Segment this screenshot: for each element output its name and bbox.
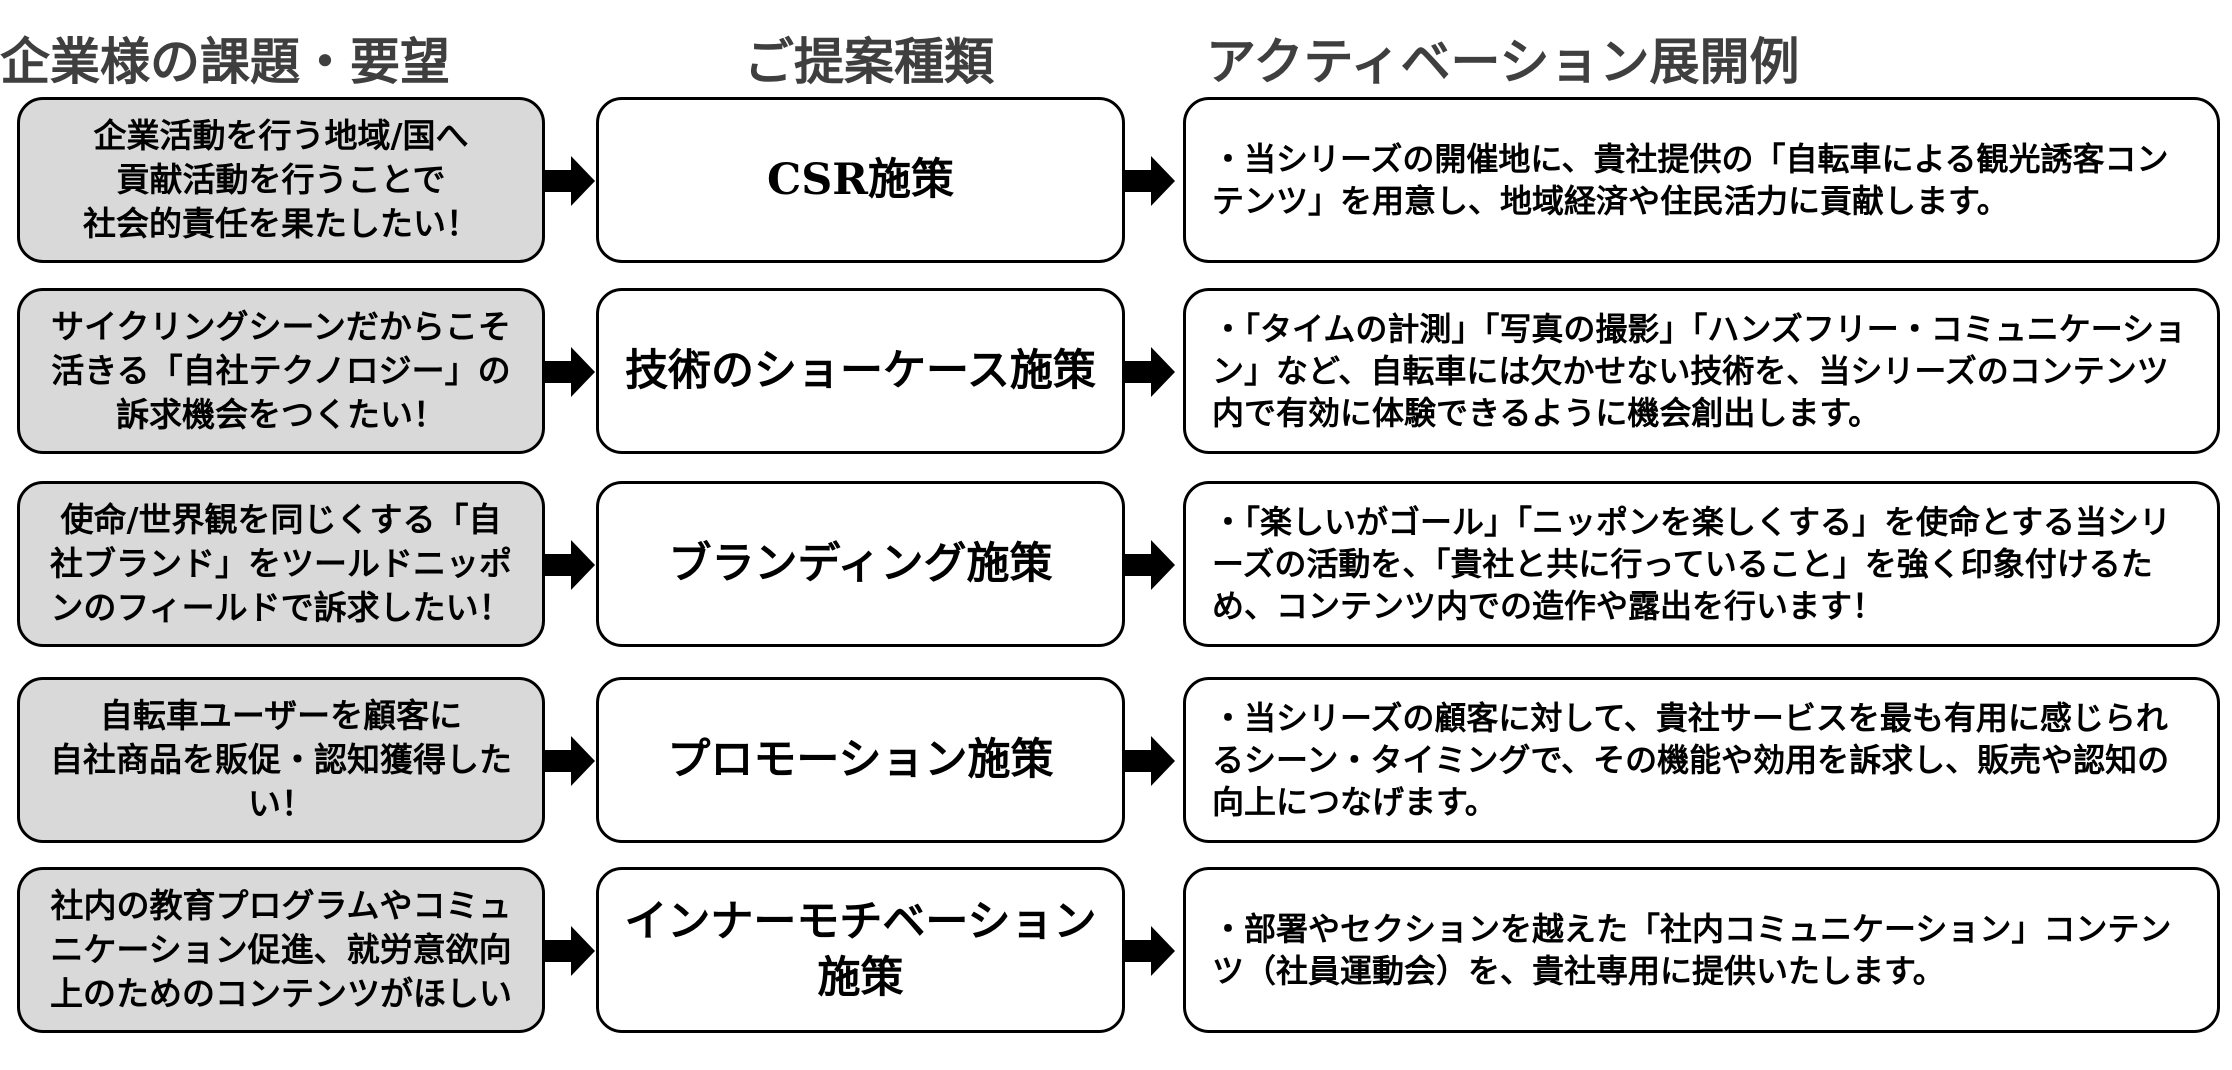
activation-example-box: ・「楽しいがゴール」「ニッポンを楽しくする」を使命とする当シリーズの活動を、「貴… (1183, 481, 2220, 647)
right-arrow-icon (1125, 926, 1175, 976)
need-box: 使命/世界観を同じくする「自 社ブランド」をツールドニッポ ンのフィールドで訴求… (17, 481, 545, 647)
header-activation-examples: アクティベーション展開例 (1206, 22, 1800, 102)
right-arrow-icon (545, 926, 595, 976)
activation-example-box: ・当シリーズの顧客に対して、貴社サービスを最も有用に感じられるシーン・タイミング… (1183, 677, 2220, 843)
proposal-type-box: ブランディング施策 (596, 481, 1125, 647)
proposal-type-box: CSR施策 (596, 97, 1125, 263)
header-needs-label: 企業様の課題・要望 (0, 32, 450, 91)
proposal-row-inner-motivation: 社内の教育プログラムやコミュ ニケーション促進、就労意欲向 上のためのコンテンツ… (0, 867, 2232, 1033)
right-arrow-icon (1125, 540, 1175, 590)
proposal-row-csr: 企業活動を行う地域/国へ 貢献活動を行うことで 社会的責任を果たしたい！ CSR… (0, 97, 2232, 263)
need-box: 社内の教育プログラムやコミュ ニケーション促進、就労意欲向 上のためのコンテンツ… (17, 867, 545, 1033)
need-box: サイクリングシーンだからこそ 活きる「自社テクノロジー」の 訴求機会をつくたい！ (17, 288, 545, 454)
proposal-row-tech-showcase: サイクリングシーンだからこそ 活きる「自社テクノロジー」の 訴求機会をつくたい！… (0, 288, 2232, 454)
right-arrow-icon (545, 736, 595, 786)
right-arrow-icon (1125, 347, 1175, 397)
proposal-row-promotion: 自転車ユーザーを顧客に 自社商品を販促・認知獲得した い！ プロモーション施策 … (0, 677, 2232, 843)
right-arrow-icon (1125, 156, 1175, 206)
right-arrow-icon (545, 347, 595, 397)
activation-example-box: ・「タイムの計測」「写真の撮影」「ハンズフリー・コミュニケーション」など、自転車… (1183, 288, 2220, 454)
proposal-row-branding: 使命/世界観を同じくする「自 社ブランド」をツールドニッポ ンのフィールドで訴求… (0, 481, 2232, 647)
right-arrow-icon (1125, 736, 1175, 786)
header-proposal-type: ご提案種類 (744, 22, 994, 102)
proposal-type-box: プロモーション施策 (596, 677, 1125, 843)
proposal-type-box: 技術のショーケース施策 (596, 288, 1125, 454)
need-box: 企業活動を行う地域/国へ 貢献活動を行うことで 社会的責任を果たしたい！ (17, 97, 545, 263)
need-box: 自転車ユーザーを顧客に 自社商品を販促・認知獲得した い！ (17, 677, 545, 843)
right-arrow-icon (545, 540, 595, 590)
header-proposal-type-label: ご提案種類 (744, 32, 994, 91)
activation-example-box: ・当シリーズの開催地に、貴社提供の「自転車による観光誘客コンテンツ」を用意し、地… (1183, 97, 2220, 263)
header-needs: 企業様の課題・要望 (0, 22, 450, 102)
header-activation-examples-label: アクティベーション展開例 (1206, 32, 1800, 91)
activation-example-box: ・部署やセクションを越えた「社内コミュニケーション」コンテンツ（社員運動会）を、… (1183, 867, 2220, 1033)
proposal-type-box: インナーモチベーション 施策 (596, 867, 1125, 1033)
right-arrow-icon (545, 156, 595, 206)
